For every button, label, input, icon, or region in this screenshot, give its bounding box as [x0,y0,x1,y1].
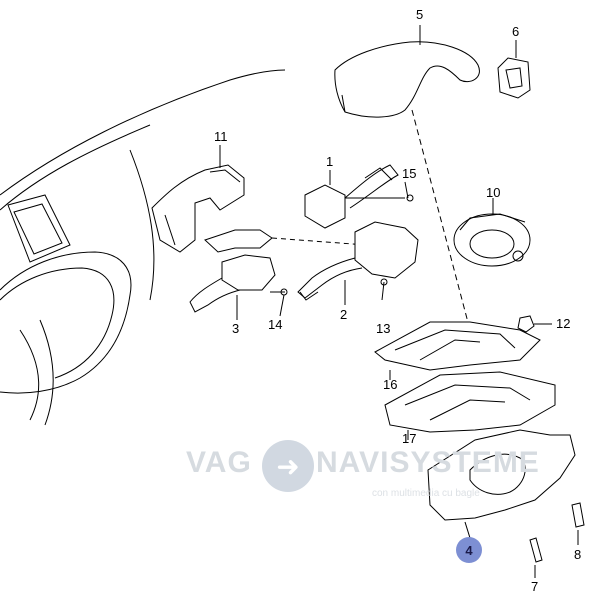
part-1-wiper-switch [304,164,414,229]
label-17: 17 [402,431,417,446]
part-7-screw [529,537,543,578]
label-10: 10 [486,185,501,200]
label-15: 15 [402,166,417,181]
label-5: 5 [416,7,424,22]
label-1: 1 [326,154,334,169]
part-4-lower-cover [427,429,576,539]
part-6-ring [497,40,531,99]
label-16: 16 [383,377,398,392]
label-6: 6 [512,24,520,39]
part-10-clock-spring [453,198,531,267]
part-8-screw [571,502,585,545]
watermark-left: VAG [186,446,252,479]
label-4-highlighted[interactable]: 4 [456,537,482,563]
watermark-right: NAVISYSTEME [316,446,540,479]
part-5-upper-cover [334,25,480,118]
watermark-logo-icon: ➜ [262,440,314,492]
part-11-bracket [151,145,245,253]
part-12-nut [517,315,552,333]
part-2-turn-signal-switch [297,221,419,305]
label-11: 11 [214,129,228,144]
label-13: 13 [376,321,391,336]
connector-plug [204,229,381,253]
label-12: 12 [556,316,571,331]
label-7: 7 [531,579,539,594]
dashboard-outline [0,69,286,426]
label-8: 8 [574,547,582,562]
part-13-screw [380,278,388,301]
label-14: 14 [268,317,283,332]
part-16-plate [374,321,541,380]
part-17-tray [384,371,556,440]
label-3: 3 [232,321,240,336]
part-3-stalk [189,254,288,320]
label-2: 2 [340,307,348,322]
watermark-subtitle: con multimedia cu bagle [372,488,480,499]
